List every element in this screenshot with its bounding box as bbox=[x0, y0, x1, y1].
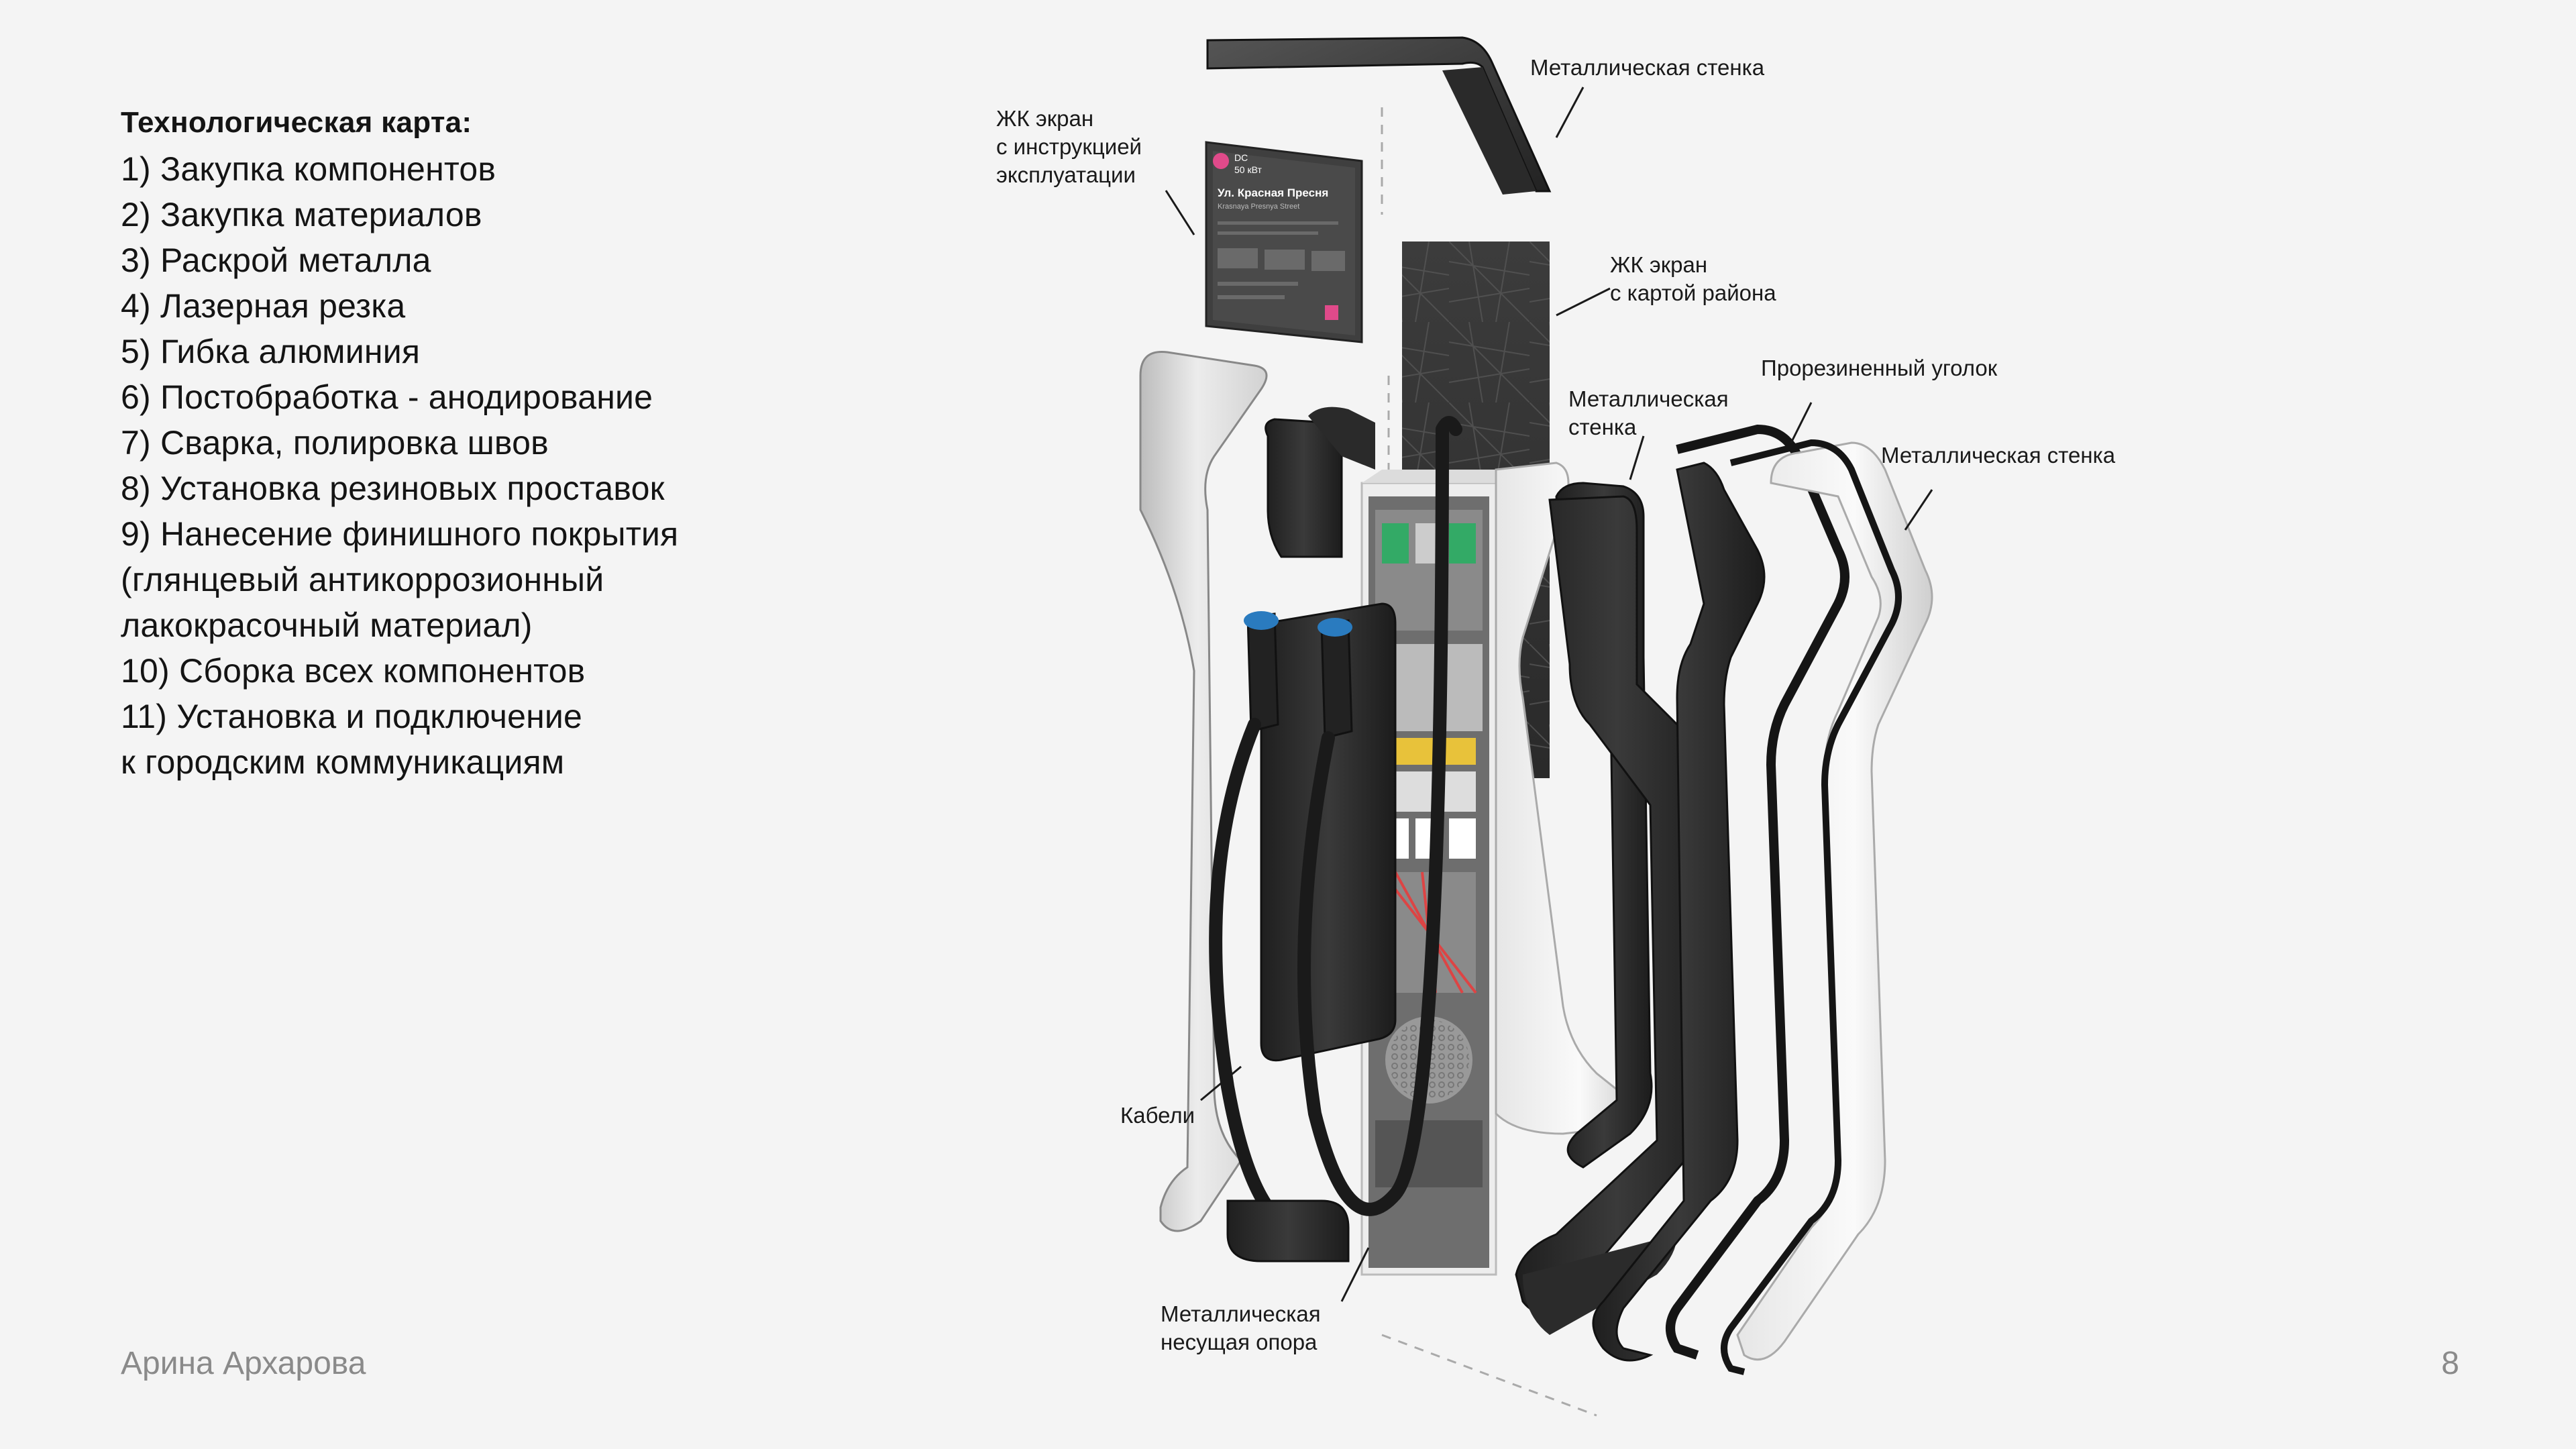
techmap-step: 8) Установка резиновых проставок bbox=[121, 470, 665, 507]
inner-dark-wall bbox=[1592, 462, 1766, 1362]
techmap-step: 6) Постобработка - анодирование bbox=[121, 378, 653, 416]
techmap-step: 2) Закупка материалов bbox=[121, 196, 482, 233]
top-cap bbox=[1206, 36, 1552, 193]
callout-metal-wall-right: Металлическая стенка bbox=[1881, 443, 2116, 468]
techmap-steps: 1) Закупка компонентов 2) Закупка матери… bbox=[121, 146, 892, 785]
guide-lines bbox=[1381, 107, 1597, 1417]
lcd-instructions-screen: DC 50 кВт Ул. Красная Пресня Krasnaya Pr… bbox=[1205, 141, 1363, 343]
charging-panel bbox=[1260, 602, 1397, 1062]
screen-badge-icon bbox=[1213, 153, 1229, 169]
back-metal-wall bbox=[1139, 350, 1268, 1232]
screen-street-en: Krasnaya Presnya Street bbox=[1218, 203, 1299, 211]
callout-cables: Кабели bbox=[1120, 1103, 1195, 1128]
techmap-step: 3) Раскрой металла bbox=[121, 241, 431, 279]
techmap-step: 9) Нанесение финишного покрытия (глянцев… bbox=[121, 515, 679, 644]
callout-metal-wall-top: Металлическая стенка bbox=[1530, 55, 1765, 80]
page-number: 8 bbox=[2441, 1346, 2459, 1381]
callout-lcd-instructions: ЖК экран с инструкцией эксплуатации bbox=[996, 106, 1142, 187]
base-foot bbox=[1226, 1199, 1350, 1263]
techmap-title: Технологическая карта: bbox=[121, 106, 472, 139]
techmap: Технологическая карта: 1) Закупка компон… bbox=[121, 99, 892, 785]
techmap-step: 4) Лазерная резка bbox=[121, 287, 406, 325]
techmap-step: 7) Сварка, полировка швов bbox=[121, 424, 549, 462]
callout-lcd-map: ЖК экран с картой района bbox=[1610, 252, 1776, 305]
leader-lines bbox=[1165, 87, 1933, 1302]
screen-street: Ул. Красная Пресня bbox=[1218, 186, 1328, 199]
callout-rubber-corner: Прорезиненный уголок bbox=[1761, 356, 1998, 380]
techmap-step: 1) Закупка компонентов bbox=[121, 150, 496, 188]
techmap-step: 11) Установка и подключение к городским … bbox=[121, 698, 583, 781]
techmap-step: 10) Сборка всех компонентов bbox=[121, 652, 586, 690]
rubber-outline bbox=[1721, 439, 1902, 1375]
charging-connectors bbox=[1244, 611, 1353, 739]
callout-metal-wall-mid: Металлическая стенка bbox=[1568, 386, 1729, 439]
screen-badge: DC bbox=[1234, 152, 1248, 163]
callout-support: Металлическая несущая опора bbox=[1161, 1301, 1321, 1354]
techmap-step: 5) Гибка алюминия bbox=[121, 333, 421, 370]
screen-power: 50 кВт bbox=[1234, 164, 1262, 175]
author-name: Арина Архарова bbox=[121, 1346, 366, 1381]
rear-metal-wall bbox=[1736, 441, 1933, 1361]
